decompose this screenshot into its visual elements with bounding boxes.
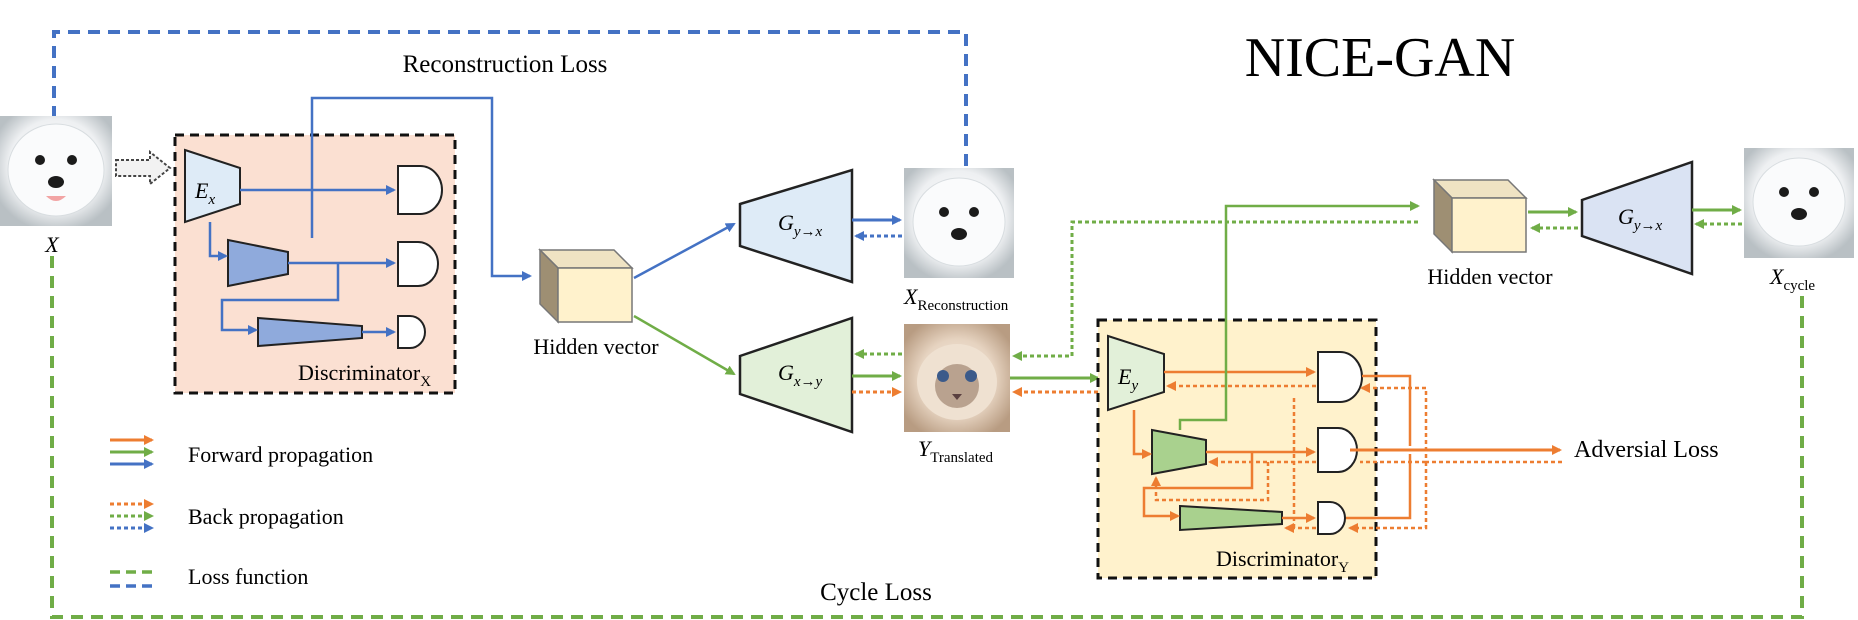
- legend-back-icon: [110, 499, 154, 533]
- page-title: NICE-GAN: [1245, 27, 1516, 89]
- discriminator-y: [1096, 318, 1378, 580]
- hidden-vector-2-label: Hidden vector: [1427, 264, 1553, 289]
- image-y-translated: [904, 324, 1010, 432]
- generator-y-to-x-1: [738, 168, 854, 284]
- path-to-hidden-1: [310, 96, 532, 281]
- reconstruction-loss-label: Reconstruction Loss: [403, 51, 608, 78]
- disc-x-out-2: [397, 241, 439, 287]
- generator-x-to-y-label: Gx→y: [778, 360, 823, 390]
- discriminator-x: Ex: [173, 133, 457, 395]
- disc-y-block-2: [1179, 504, 1283, 532]
- image-y-translated-label: YTranslated: [918, 436, 994, 466]
- legend-loss-label: Loss function: [188, 564, 308, 589]
- generator-y-to-x-2: [1580, 160, 1694, 276]
- disc-x-block-1: [227, 238, 289, 288]
- legend-forward-label: Forward propagation: [188, 442, 373, 467]
- legend-back-label: Back propagation: [188, 504, 344, 529]
- input-arrow-icon: [115, 149, 172, 187]
- image-x-cycle-label: Xcycle: [1769, 264, 1815, 294]
- generator-y-to-x-1-label: Gy→x: [778, 210, 823, 240]
- disc-y-out-1: [1317, 351, 1363, 403]
- generator-y-to-x-2-label: Gy→x: [1618, 204, 1663, 234]
- reconstruction-loss-line: [52, 30, 968, 166]
- generator-x-to-y: [738, 316, 854, 434]
- disc-y-block-1: [1151, 428, 1207, 476]
- encoder-x: [184, 148, 241, 224]
- hidden-vector-1: [538, 248, 634, 324]
- disc-y-out-3: [1317, 501, 1346, 535]
- legend-loss-icon: [110, 570, 156, 588]
- disc-x-out-3: [397, 315, 426, 349]
- legend: Forward propagation Back propagation Los…: [110, 435, 373, 589]
- hidden-vector-2: [1432, 178, 1528, 254]
- encoder-y: [1107, 334, 1165, 412]
- disc-y-out-2: [1317, 427, 1358, 473]
- encoder-y-label: Ey: [1117, 364, 1138, 394]
- discriminator-x-label: DiscriminatorX: [298, 360, 431, 390]
- legend-forward-icon: [110, 435, 154, 469]
- adversarial-collector: [1346, 374, 1562, 533]
- hidden-vector-1-label: Hidden vector: [533, 334, 659, 359]
- image-x-reconstruction: [904, 168, 1014, 278]
- image-x-reconstruction-label: XReconstruction: [903, 284, 1009, 314]
- image-x-label: X: [44, 232, 60, 257]
- cycle-loss-label: Cycle Loss: [820, 579, 932, 606]
- encoder-x-label: Ex: [194, 178, 215, 208]
- path-to-hidden-2: [1178, 201, 1420, 430]
- discriminator-y-label: DiscriminatorY: [1216, 546, 1349, 576]
- disc-x-out-1: [397, 165, 443, 215]
- image-x-dog: [0, 116, 112, 226]
- cycle-loss-line: [50, 256, 1804, 619]
- disc-x-block-2: [257, 316, 363, 348]
- adversarial-loss-label: Adversial Loss: [1574, 437, 1719, 463]
- image-x-cycle: [1744, 148, 1854, 258]
